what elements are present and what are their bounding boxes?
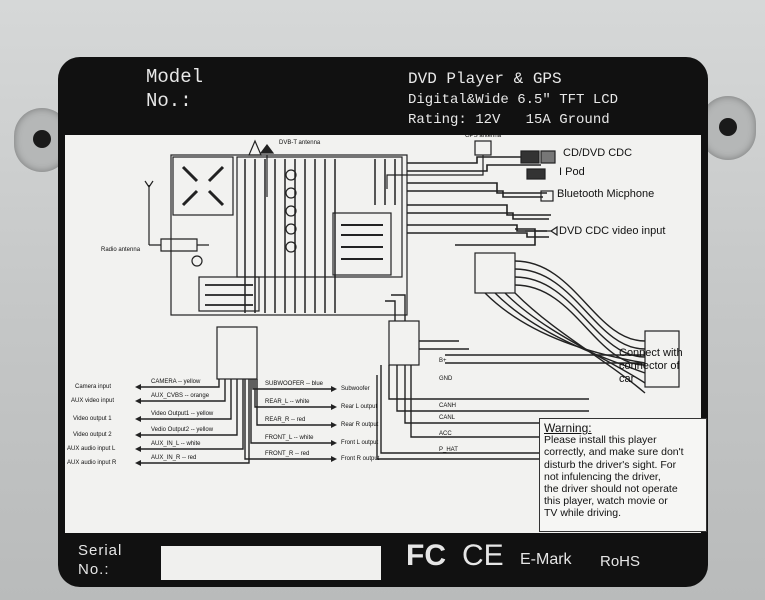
wiring-diagram: DVB-T antenna GPS antenna Radio antenna …: [65, 133, 707, 533]
bluetooth-mic-label: Bluetooth Micphone: [557, 188, 655, 200]
front-r-cable-label: FRONT_R -- red: [265, 451, 310, 457]
video-out2-cable-label: Vedio Output2 -- yellow: [151, 427, 214, 433]
aux-audio-r-label: AUX audio input R: [67, 460, 117, 466]
rear-l-output-label: Rear L output: [341, 404, 378, 410]
dvd-cdc-video-label: DVD CDC video input: [559, 225, 666, 237]
aux-audio-l-label: AUX audio input L: [67, 446, 116, 452]
b-plus-label: B+: [439, 358, 447, 364]
front-l-cable-label: FRONT_L -- white: [265, 435, 314, 441]
serial-field: Serial No.:: [78, 541, 122, 579]
label-footer: Serial No.: FC CE E-Mark RoHS: [58, 533, 708, 587]
cd-dvd-cdc-label: CD/DVD CDC: [563, 147, 633, 159]
warning-title: Warning:: [544, 421, 592, 435]
ipod-plug: [526, 168, 546, 180]
dvd-cdc-video-plug: [525, 225, 558, 237]
warning-line: not infulencing the driver,: [544, 470, 661, 483]
rear-r-cable-label: REAR_R -- red: [265, 417, 306, 423]
model-label: Model: [146, 66, 204, 88]
video-out1-cable-label: Video Output1 -- yellow: [151, 411, 214, 417]
warning-line: TV while driving.: [544, 507, 622, 520]
dvbt-antenna-plug: [248, 139, 262, 156]
rear-r-output-label: Rear R output: [341, 422, 379, 428]
serial-label: Serial: [78, 542, 123, 559]
video-output-1-label: Video output 1: [73, 416, 112, 422]
model-field: Model No.:: [146, 65, 203, 113]
wiring-diagram-drawing: [135, 139, 680, 466]
dvbt-antenna-label: DVB-T antenna: [279, 140, 321, 146]
radio-antenna-label: Radio antenna: [101, 247, 141, 253]
gnd-label: GND: [439, 376, 453, 382]
subwoofer-output-label: Subwoofer: [341, 386, 370, 392]
canh-label: CANH: [439, 403, 457, 409]
harness-connector-block: [474, 252, 516, 294]
av-harness-plug: [216, 326, 258, 380]
ipod-label: I Pod: [559, 166, 585, 178]
warning-line: this player, watch movie or: [544, 495, 668, 508]
serial-no-label: No.:: [78, 561, 110, 578]
rear-l-cable-label: REAR_L -- white: [265, 399, 310, 405]
car-connector: [644, 330, 680, 388]
aux-cvbs-cable-label: AUX_CVBS -- orange: [151, 393, 210, 399]
label-header: Model No.: DVD Player & GPS Digital&Wide…: [58, 57, 708, 135]
emark-text: E-Mark: [520, 551, 572, 568]
main-harness-socket: [332, 212, 392, 276]
aux-video-input-label: AUX video input: [71, 398, 115, 404]
model-no-label: No.:: [146, 90, 192, 112]
aux-in-l-cable-label: AUX_IN_L -- white: [151, 441, 201, 447]
gps-antenna-block: [474, 140, 492, 156]
head-unit-outline: [170, 154, 408, 316]
warning-line: the driver should not operate: [544, 483, 678, 496]
front-r-output-label: Front R output: [341, 456, 380, 462]
rca-connector-block: [198, 276, 260, 312]
camera-cable-label: CAMERA -- yellow: [151, 379, 201, 385]
fc-mark: FC: [406, 539, 446, 572]
p-hat-label: P_HAT: [439, 447, 458, 453]
warning-line: correctly, and make sure don't: [544, 446, 684, 459]
acc-label: ACC: [439, 431, 452, 437]
front-l-output-label: Front L output: [341, 440, 379, 446]
heatsink: [236, 156, 403, 278]
aux-in-r-cable-label: AUX_IN_R -- red: [151, 455, 197, 461]
spec-label: Model No.: DVD Player & GPS Digital&Wide…: [58, 57, 708, 587]
fan-block: [172, 156, 234, 216]
canl-label: CANL: [439, 415, 456, 421]
power-rating: Rating: 12V 15A Ground: [408, 112, 610, 128]
ce-mark: CE: [462, 539, 504, 572]
bluetooth-mic-plug: [540, 190, 554, 202]
right-mount-hole: [700, 96, 756, 160]
power-harness-block: [388, 320, 420, 366]
gps-antenna-label: GPS antenna: [465, 133, 502, 139]
spec-block: DVD Player & GPS Digital&Wide 6.5" TFT L…: [408, 69, 618, 130]
rohs-text: RoHS: [600, 553, 641, 570]
product-title: DVD Player & GPS: [408, 70, 562, 88]
video-output-2-label: Video output 2: [73, 432, 112, 438]
warning-line: disturb the driver's sight. For: [544, 458, 677, 471]
camera-input-label: Camera input: [75, 384, 112, 390]
cd-dvd-cdc-plug: [520, 150, 540, 164]
subwoofer-cable-label: SUBWOOFER -- blue: [265, 381, 324, 387]
serial-number-box: [161, 546, 381, 580]
display-spec: Digital&Wide 6.5" TFT LCD: [408, 92, 619, 108]
warning-line: Please install this player: [544, 434, 657, 447]
radio-antenna-socket: [191, 255, 203, 267]
warning-box: Warning: Please install this player corr…: [539, 418, 707, 532]
car-connector-label: Connect with connector of car: [619, 347, 683, 385]
